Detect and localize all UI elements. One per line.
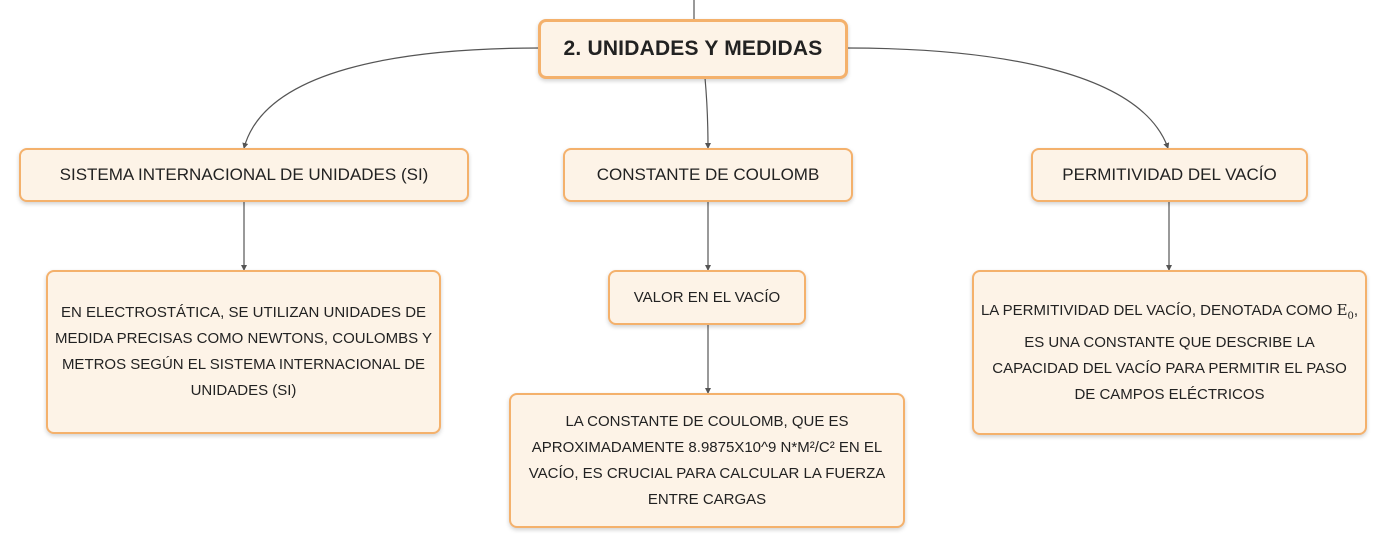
epsilon-symbol: E — [1336, 301, 1348, 319]
detail-text-permitividad-part-1: LA PERMITIVIDAD DEL VACÍO, DENOTADA COMO — [980, 302, 1337, 319]
topic-node-constante-coulomb[interactable]: CONSTANTE DE COULOMB — [563, 148, 853, 202]
detail-text-permitividad-part-2: , ES UNA CONSTANTE QUE DESCRIBE LA CAPAC… — [992, 302, 1359, 403]
detail-node-constante-coulomb[interactable]: LA CONSTANTE DE COULOMB, QUE ES APROXIMA… — [509, 393, 905, 528]
root-topic-node[interactable]: 2. UNIDADES Y MEDIDAS — [538, 19, 848, 79]
detail-text-permitividad: LA PERMITIVIDAD DEL VACÍO, DENOTADA COMO… — [980, 297, 1359, 408]
connector-root-to-si — [242, 47, 541, 149]
connector-root-to-coulomb — [704, 77, 711, 149]
detail-text-constante-coulomb: LA CONSTANTE DE COULOMB, QUE ES APROXIMA… — [528, 412, 886, 508]
topic-node-sistema-internacional[interactable]: SISTEMA INTERNACIONAL DE UNIDADES (SI) — [19, 148, 469, 202]
topic-label-constante-coulomb: CONSTANTE DE COULOMB — [596, 165, 820, 184]
root-topic-label: 2. UNIDADES Y MEDIDAS — [563, 37, 823, 60]
subtopic-node-valor-vacio[interactable]: VALOR EN EL VACÍO — [608, 270, 806, 325]
detail-text-sistema-internacional: EN ELECTROSTÁTICA, SE UTILIZAN UNIDADES … — [54, 304, 432, 399]
topic-label-sistema-internacional: SISTEMA INTERNACIONAL DE UNIDADES (SI) — [59, 165, 429, 184]
epsilon-zero-symbol: E0 — [1336, 301, 1354, 322]
connector-root-to-permitividad — [845, 47, 1170, 149]
subtopic-label-valor-vacio: VALOR EN EL VACÍO — [633, 289, 781, 306]
topic-node-permitividad[interactable]: PERMITIVIDAD DEL VACÍO — [1031, 148, 1308, 202]
topic-label-permitividad: PERMITIVIDAD DEL VACÍO — [1062, 165, 1277, 184]
detail-node-permitividad[interactable]: LA PERMITIVIDAD DEL VACÍO, DENOTADA COMO… — [972, 270, 1367, 435]
epsilon-subscript: 0 — [1347, 311, 1354, 322]
detail-node-sistema-internacional[interactable]: EN ELECTROSTÁTICA, SE UTILIZAN UNIDADES … — [46, 270, 441, 434]
